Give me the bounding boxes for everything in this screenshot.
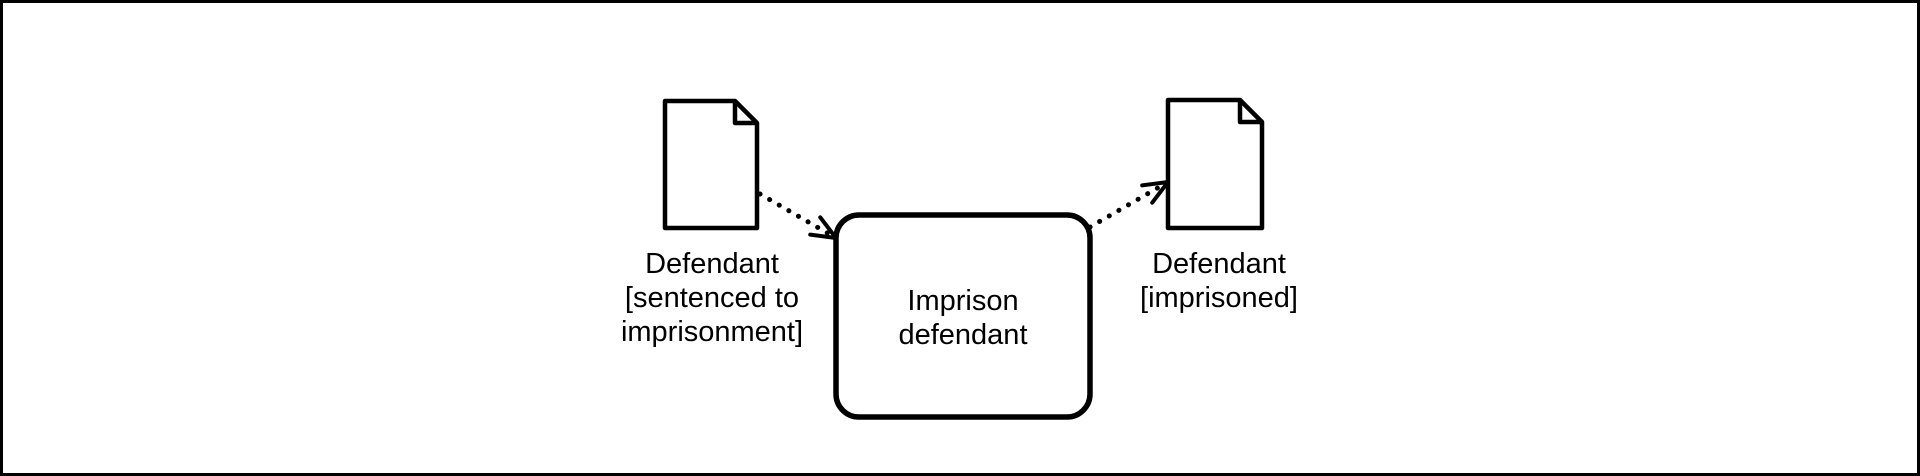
- document-fold-corner-icon: [732, 101, 757, 126]
- task-label-line2: defendant: [898, 319, 1027, 351]
- data-association-input-arrow: [757, 191, 836, 238]
- document-fold-corner-icon: [1237, 100, 1262, 125]
- task-label-line1: Imprison: [907, 285, 1018, 317]
- document-icon: [662, 98, 760, 231]
- data-association-output-arrow: [1087, 182, 1168, 230]
- task-shape: [833, 212, 1093, 420]
- input-data-object-label-line3: imprisonment]: [621, 316, 803, 348]
- input-data-object: Defendant [sentenced to imprisonment]: [621, 98, 803, 348]
- document-icon: [1165, 97, 1265, 231]
- output-data-object-label-line1: Defendant: [1152, 248, 1286, 280]
- output-data-object: Defendant [imprisoned]: [1140, 97, 1298, 314]
- input-data-object-label-line2: [sentenced to: [625, 282, 799, 314]
- output-data-object-label-line2: [imprisoned]: [1140, 282, 1298, 314]
- task-imprison-defendant: Imprison defendant: [833, 212, 1093, 420]
- input-data-object-label-line1: Defendant: [645, 248, 779, 280]
